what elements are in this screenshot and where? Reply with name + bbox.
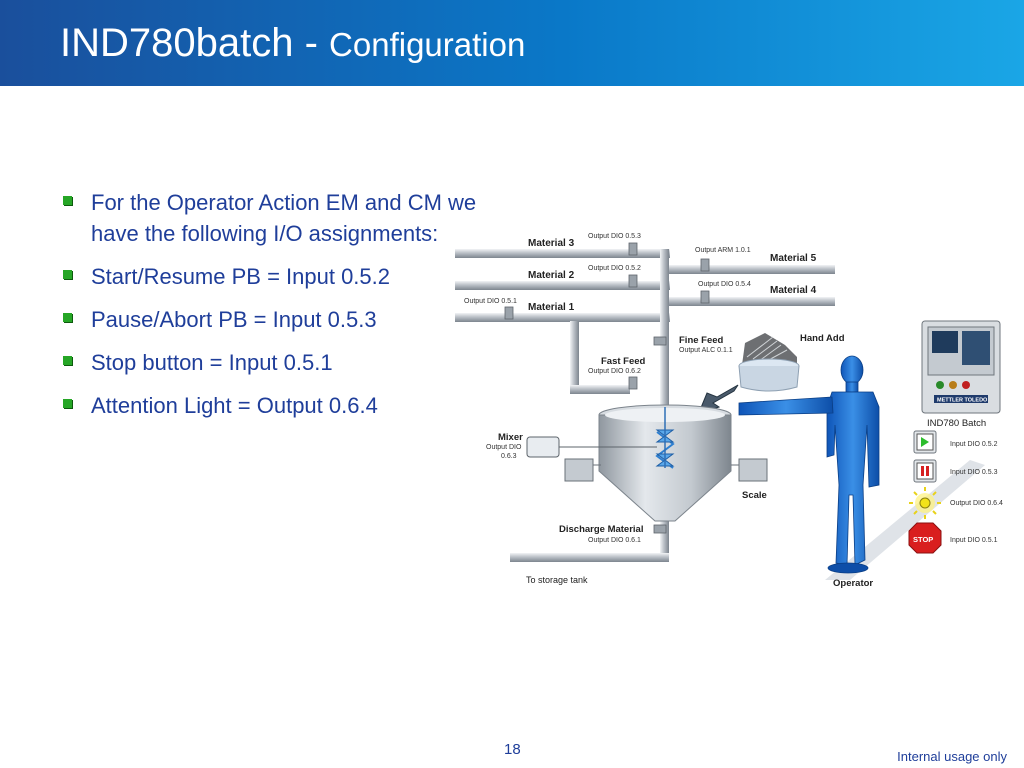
label-scale: Scale [742, 490, 767, 501]
valve-icon [653, 524, 667, 534]
attention-light-icon [909, 487, 941, 519]
bullet-text: Pause/Abort PB = Input 0.5.3 [91, 306, 377, 332]
label-dio-062: Output DIO 0.6.2 [588, 368, 641, 375]
stop-text: STOP [913, 535, 933, 544]
scale-load-cells [564, 458, 768, 482]
title-bar: IND780batch - Configuration [0, 0, 1024, 86]
stop-pb-indicator-icon [962, 381, 970, 389]
label-mixer: Mixer [498, 432, 523, 443]
label-mixer-output: Output DIO [486, 444, 522, 451]
label-material3: Material 3 [528, 238, 575, 249]
valves [504, 242, 710, 534]
label-discharge: Discharge Material [559, 524, 643, 535]
label-mixer-dio: 0.6.3 [501, 453, 517, 460]
bullet-square-icon [63, 269, 72, 279]
bullet-square-icon [63, 398, 72, 408]
bullet-text: Start/Resume PB = Input 0.5.2 [91, 263, 390, 289]
label-storage: To storage tank [526, 575, 588, 585]
footer-note: Internal usage only [897, 749, 1007, 764]
operator-head [840, 355, 864, 385]
brand-text: METTLER TOLEDO [937, 398, 988, 404]
label-in-052: Input DIO 0.5.2 [950, 441, 998, 448]
label-material2: Material 2 [528, 270, 575, 281]
label-alc-011: Output ALC 0.1.1 [679, 347, 733, 354]
pause-pb-indicator-icon [949, 381, 957, 389]
pipe-fast-feed-elbow [570, 385, 630, 394]
bullet-item: Start/Resume PB = Input 0.5.2 [60, 262, 510, 293]
label-in-051: Input DIO 0.5.1 [950, 537, 998, 544]
label-material1: Material 1 [528, 302, 575, 313]
bullet-list: For the Operator Action EM and CM we hav… [60, 188, 510, 434]
label-dio-053: Output DIO 0.5.3 [588, 233, 641, 240]
pause-button-icon [913, 459, 937, 483]
slide-title: IND780batch - Configuration [60, 18, 525, 70]
operator-feet [827, 562, 869, 574]
bullet-square-icon [63, 312, 72, 322]
terminal-screen [932, 331, 958, 353]
pipe-fast-feed-vertical [570, 321, 579, 391]
label-out-064: Output DIO 0.6.4 [950, 500, 1003, 507]
operator-neck [845, 381, 859, 393]
batch-process-diagram: Material 3 Material 2 Material 1 Materia… [455, 233, 1003, 589]
bullet-item: For the Operator Action EM and CM we hav… [60, 188, 510, 249]
bullet-square-icon [63, 355, 72, 365]
label-fine-feed: Fine Feed [679, 335, 724, 346]
pipe-material1 [455, 313, 670, 322]
page-number: 18 [504, 741, 521, 758]
operator-body [826, 391, 880, 566]
label-dio-061: Output DIO 0.6.1 [588, 537, 641, 544]
pipe-material4 [660, 297, 835, 306]
valve-icon [700, 290, 710, 304]
bullet-text: Attention Light = Output 0.6.4 [91, 392, 378, 418]
bullet-text: For the Operator Action EM and CM we hav… [91, 190, 477, 246]
ind780-terminal: METTLER TOLEDO [921, 320, 1001, 414]
terminal-keypad [962, 331, 990, 365]
mixer-agitator-icon [655, 429, 675, 467]
label-material4: Material 4 [770, 285, 817, 296]
valve-icon [653, 336, 667, 346]
label-terminal: IND780 Batch [927, 418, 986, 429]
load-cell-icon [738, 458, 768, 482]
stop-button-icon: STOP [908, 522, 942, 554]
label-material5: Material 5 [770, 253, 817, 264]
bullet-item: Attention Light = Output 0.6.4 [60, 391, 510, 422]
operator-figure [738, 355, 880, 574]
pipe-material2 [455, 281, 670, 290]
bullet-item: Stop button = Input 0.5.1 [60, 348, 510, 379]
pipe-material5 [660, 265, 835, 274]
label-dio-051: Output DIO 0.5.1 [464, 298, 517, 305]
start-pb-indicator-icon [936, 381, 944, 389]
label-dio-054: Output DIO 0.5.4 [698, 281, 751, 288]
valve-icon [628, 376, 638, 390]
hand-add-bucket-icon [738, 333, 800, 392]
mixer-motor-icon [526, 436, 560, 458]
label-hand-add: Hand Add [800, 333, 845, 344]
bullet-text: Stop button = Input 0.5.1 [91, 349, 333, 375]
bullet-square-icon [63, 196, 72, 205]
label-arm-101: Output ARM 1.0.1 [695, 247, 751, 254]
valve-icon [628, 242, 638, 256]
label-in-053: Input DIO 0.5.3 [950, 469, 998, 476]
operator-arm [738, 396, 834, 416]
label-dio-052: Output DIO 0.5.2 [588, 265, 641, 272]
brand-plate [934, 395, 988, 403]
valve-icon [628, 274, 638, 288]
title-sub: Configuration [329, 26, 526, 63]
start-button-icon [913, 430, 937, 454]
valve-icon [700, 258, 710, 272]
mixing-tank [598, 404, 732, 522]
label-fast-feed: Fast Feed [601, 356, 646, 367]
pipe-fine-feed-vertical [660, 249, 669, 409]
bullet-item: Pause/Abort PB = Input 0.5.3 [60, 305, 510, 336]
pipe-storage [510, 553, 669, 562]
pipe-material3 [455, 249, 670, 258]
title-main: IND780batch - [60, 21, 330, 65]
load-cell-icon [564, 458, 594, 482]
valve-icon [504, 306, 514, 320]
label-operator: Operator [833, 578, 873, 589]
